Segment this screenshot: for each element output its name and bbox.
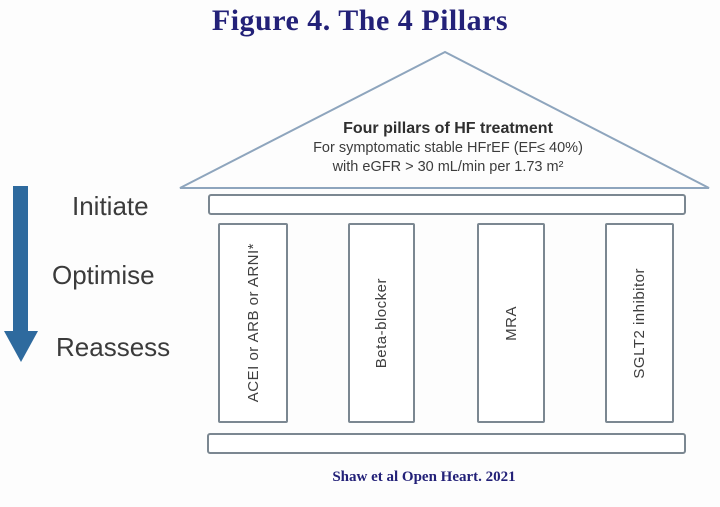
citation: Shaw et al Open Heart. 2021 <box>332 469 516 485</box>
roof-subline-2: with eGFR > 30 mL/min per 1.73 m² <box>332 159 564 175</box>
roof-heading: Four pillars of HF treatment <box>343 120 553 137</box>
pillar-acei-arb-arni: ACEI or ARB or ARNI* <box>218 223 288 423</box>
process-step-optimise: Optimise <box>52 260 155 290</box>
roof-triangle <box>179 50 710 189</box>
down-arrow-head-icon <box>4 331 38 362</box>
stylobate-base-bar <box>207 433 686 454</box>
pillar-mra: MRA <box>477 223 545 423</box>
roof-text-block: Four pillars of HF treatment For symptom… <box>188 119 708 177</box>
figure-title: Figure 4. The 4 Pillars <box>211 4 509 37</box>
pillar-label: Beta-blocker <box>373 277 390 369</box>
pillar-label: SGLT2 inhibitor <box>631 267 648 379</box>
process-step-initiate: Initiate <box>72 191 149 221</box>
roof-triangle-outline <box>179 50 710 189</box>
pillar-sglt2-inhibitor: SGLT2 inhibitor <box>605 223 674 423</box>
entablature-bar <box>208 194 686 215</box>
roof-subline-1: For symptomatic stable HFrEF (EF≤ 40%) <box>313 140 583 156</box>
process-step-reassess: Reassess <box>56 332 171 362</box>
pillar-label: MRA <box>502 305 520 341</box>
pillar-beta-blocker: Beta-blocker <box>348 223 415 423</box>
down-arrow-icon <box>13 186 28 332</box>
pillar-label: ACEI or ARB or ARNI* <box>244 243 262 403</box>
